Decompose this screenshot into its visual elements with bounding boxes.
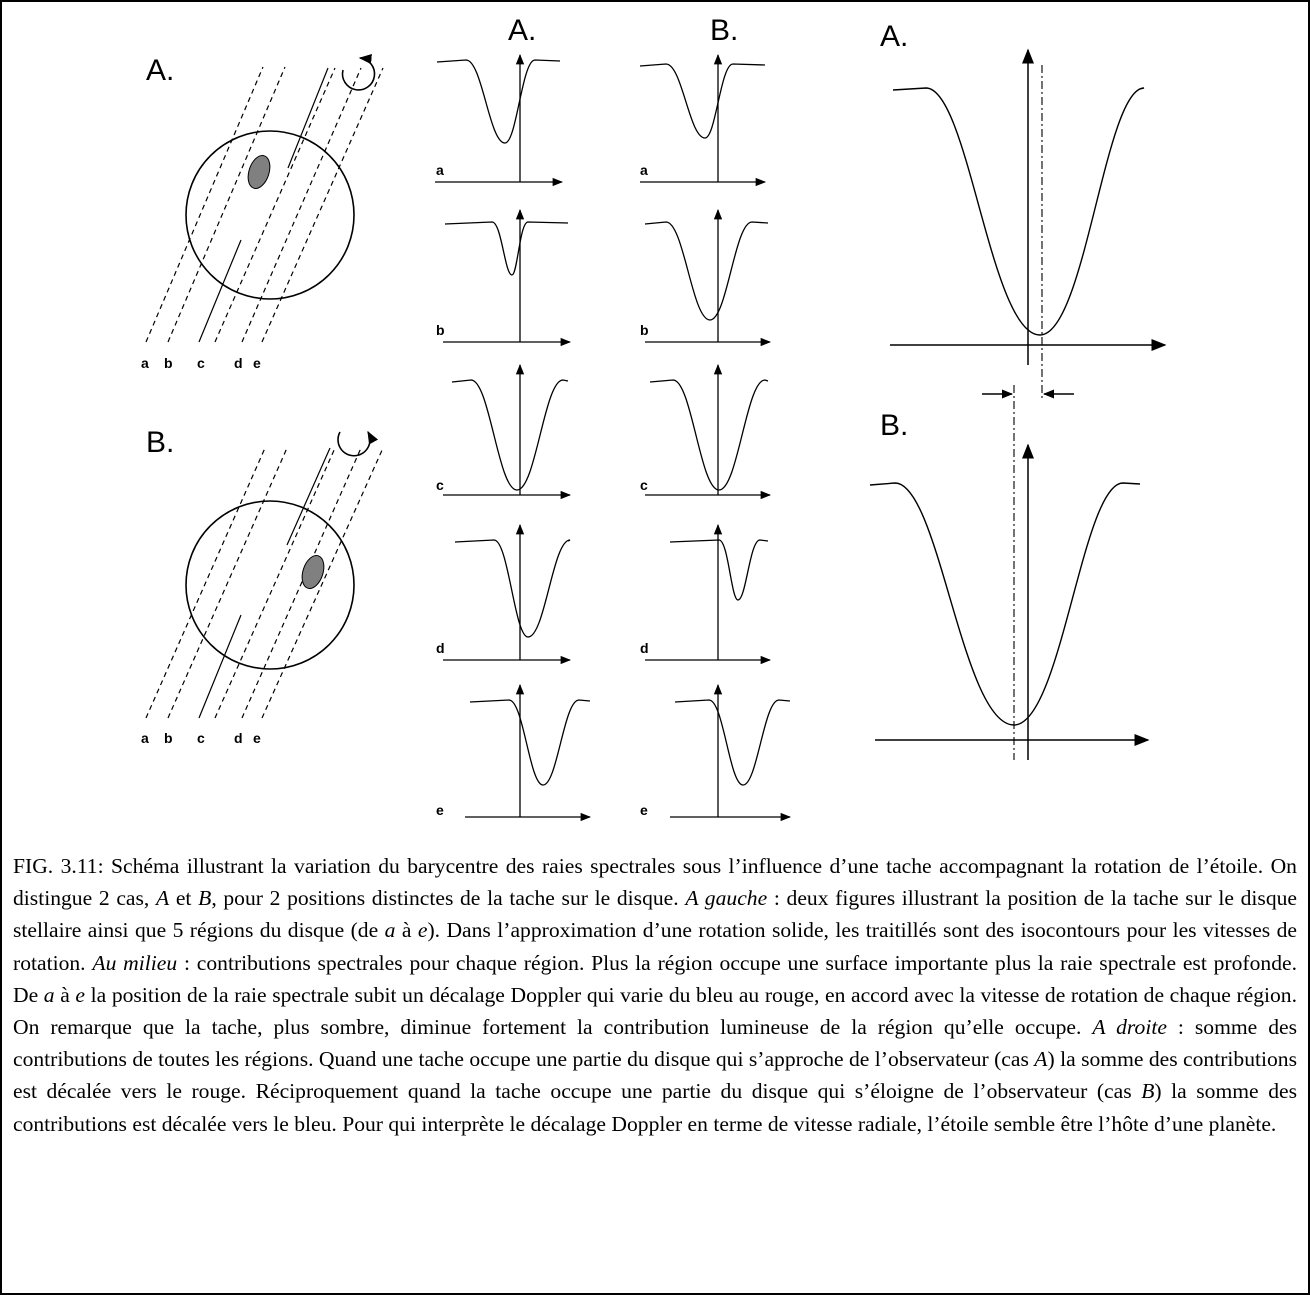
caption-segment: B [198, 886, 212, 911]
caption-segment: A droite [1092, 1015, 1167, 1040]
rotation-arrow-b-icon [337, 430, 379, 457]
caption-segment: A gauche [685, 886, 768, 911]
caption-segment: e [75, 982, 86, 1007]
caption-segment: : deux figures illustrant la position de… [13, 886, 1297, 943]
dark-spot-b [301, 555, 325, 589]
spectrum-plot-row-d: d [640, 523, 772, 665]
spectrum-plot-row-d: d [436, 523, 572, 665]
row-label: c [436, 477, 444, 493]
caption-segment: A [1034, 1047, 1048, 1072]
line-profile [469, 699, 591, 786]
caption-segment: ) la somme des contributions est décalée… [13, 1079, 1297, 1136]
spectrum-plot-row-a: a [435, 53, 564, 187]
row-label: e [640, 802, 648, 818]
figure-caption: FIG. 3.11: Schéma illustrant la variatio… [13, 850, 1297, 1140]
row-label: a [640, 162, 648, 178]
row-label: e [436, 802, 444, 818]
spectrum-plot-row-a: a [639, 53, 767, 187]
line-profile [451, 379, 569, 491]
line-profile [669, 539, 769, 601]
spectrum-plot-row-c: c [640, 363, 772, 500]
sum-profile-a: A. [880, 20, 1167, 400]
strip-label-b: b [164, 355, 173, 371]
spectrum-plot-row-e: e [436, 683, 592, 822]
caption-segment: à [395, 918, 418, 943]
line-profile [454, 539, 571, 638]
caption-segment: B [1141, 1079, 1155, 1104]
caption-segment: A [155, 886, 170, 911]
spectra-column-b: B. a b c d e [639, 14, 792, 822]
caption-body: : Schéma illustrant la variation du bary… [13, 854, 1297, 1136]
row-label: a [436, 162, 444, 178]
line-profile [444, 221, 569, 276]
caption-segment: Au milieu [92, 950, 178, 975]
row-label: d [436, 640, 445, 656]
row-label: b [436, 322, 445, 338]
spectrum-plot-row-b: b [640, 208, 772, 347]
caption-segment: : Schéma illustrant la variation du bary… [13, 854, 1297, 911]
sum-profile-b-label: B. [880, 409, 908, 442]
row-label: d [640, 640, 649, 656]
star-panel-a: A. a b c d e [141, 54, 384, 371]
spectrum-plot-row-c: c [436, 363, 572, 500]
isocontour-lines-b [145, 447, 384, 719]
strip-label-e: e [253, 730, 261, 746]
caption-segment: a [43, 982, 55, 1007]
spectra-column-a: A. a b c d e [435, 14, 592, 822]
figure-diagram: A. a b c d e B. [141, 14, 1167, 822]
star-panel-a-label: A. [146, 54, 174, 87]
line-profile [649, 379, 769, 491]
spectrum-plot-row-b: b [436, 208, 572, 347]
spectra-column-b-label: B. [710, 14, 738, 47]
figure-number: FIG. 3.11 [13, 854, 98, 878]
row-label: c [640, 477, 648, 493]
stellar-disk-a [185, 130, 355, 300]
strip-label-a: a [141, 355, 149, 371]
star-panel-b: B. a b c d e [141, 426, 384, 746]
line-profile [674, 699, 791, 786]
strip-label-a: a [141, 730, 149, 746]
strip-label-c: c [197, 730, 205, 746]
strip-label-e: e [253, 355, 261, 371]
sum-profile-b: B. [869, 385, 1150, 760]
caption-segment: et [169, 886, 199, 911]
line-profile [644, 221, 769, 321]
isocontour-lines-a [145, 66, 384, 343]
caption-segment: ). Dans l’approximation d’une rotation s… [13, 918, 1297, 975]
strip-label-d: d [234, 730, 243, 746]
caption-segment: la position de la raie spectrale subit u… [13, 982, 1298, 1040]
caption-segment: a [384, 918, 396, 943]
sum-line-profile [869, 482, 1141, 726]
caption-segment: ) la somme des contributions est décalée… [13, 1047, 1297, 1104]
strip-label-b: b [164, 730, 173, 746]
strip-label-c: c [197, 355, 205, 371]
sum-profile-a-label: A. [880, 20, 908, 53]
caption-segment: : somme des contributions de toutes les … [13, 1015, 1298, 1072]
caption-segment: , pour 2 positions distinctes de la tach… [211, 886, 686, 911]
spectra-column-a-label: A. [508, 14, 536, 47]
spectrum-plot-row-e: e [640, 683, 792, 822]
sum-line-profile [892, 87, 1145, 336]
rotation-arrow-a-icon [341, 54, 376, 91]
strip-label-d: d [234, 355, 243, 371]
dark-spot-a [247, 155, 271, 189]
caption-segment: e [417, 918, 428, 943]
caption-segment: : contributions spectrales pour chaque r… [13, 950, 1297, 1007]
line-profile [436, 59, 561, 144]
star-panel-b-label: B. [146, 426, 174, 459]
caption-segment: à [54, 982, 76, 1007]
row-label: b [640, 322, 649, 338]
stellar-disk-b [185, 500, 355, 670]
line-profile [639, 63, 766, 139]
